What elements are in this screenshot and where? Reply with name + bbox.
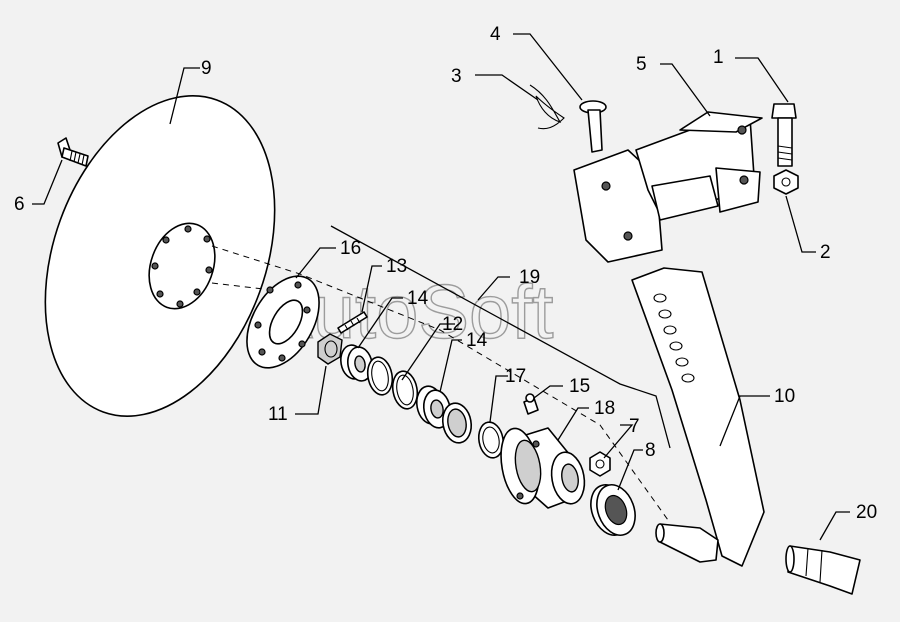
assembly-axis-line bbox=[211, 245, 669, 521]
leader-lines bbox=[32, 33, 850, 541]
mounting-bracket bbox=[573, 111, 763, 263]
disc-blade bbox=[44, 95, 276, 417]
callout-14a: 14 bbox=[407, 288, 429, 309]
carriage-bolt bbox=[57, 137, 89, 167]
spring-clip bbox=[529, 84, 565, 130]
callout-2: 2 bbox=[820, 242, 831, 263]
callout-5: 5 bbox=[636, 54, 647, 75]
disc-arm bbox=[631, 267, 765, 567]
callout-19: 19 bbox=[519, 267, 540, 288]
callout-1: 1 bbox=[713, 47, 724, 68]
flange-ring bbox=[246, 275, 320, 369]
pin bbox=[579, 100, 607, 153]
callout-12: 12 bbox=[442, 314, 463, 335]
seal-bearing bbox=[590, 484, 636, 536]
hub-nut bbox=[589, 451, 611, 477]
seal-17 bbox=[441, 402, 505, 459]
callout-13: 13 bbox=[386, 256, 407, 277]
callout-14b: 14 bbox=[466, 330, 488, 351]
callout-7: 7 bbox=[629, 416, 640, 437]
callout-16: 16 bbox=[340, 238, 361, 259]
callout-20: 20 bbox=[856, 502, 877, 523]
callout-17: 17 bbox=[505, 366, 526, 387]
screw-13 bbox=[337, 311, 368, 334]
bolt bbox=[771, 103, 797, 167]
hub bbox=[500, 427, 586, 509]
callout-labels: 1 2 3 4 5 6 7 8 9 10 11 12 13 14 14 15 1… bbox=[14, 24, 877, 523]
callout-15: 15 bbox=[569, 376, 590, 397]
callout-4: 4 bbox=[490, 24, 501, 45]
rings-12 bbox=[366, 356, 419, 410]
callout-6: 6 bbox=[14, 194, 25, 215]
callout-18: 18 bbox=[594, 398, 615, 419]
callout-3: 3 bbox=[451, 66, 462, 87]
callout-10: 10 bbox=[774, 386, 795, 407]
nut bbox=[773, 169, 799, 195]
callout-9: 9 bbox=[201, 58, 212, 79]
grease-nipple bbox=[523, 393, 539, 415]
castle-nut bbox=[317, 333, 343, 365]
callout-11: 11 bbox=[268, 404, 288, 425]
callout-8: 8 bbox=[645, 440, 656, 461]
spindle bbox=[785, 545, 861, 595]
